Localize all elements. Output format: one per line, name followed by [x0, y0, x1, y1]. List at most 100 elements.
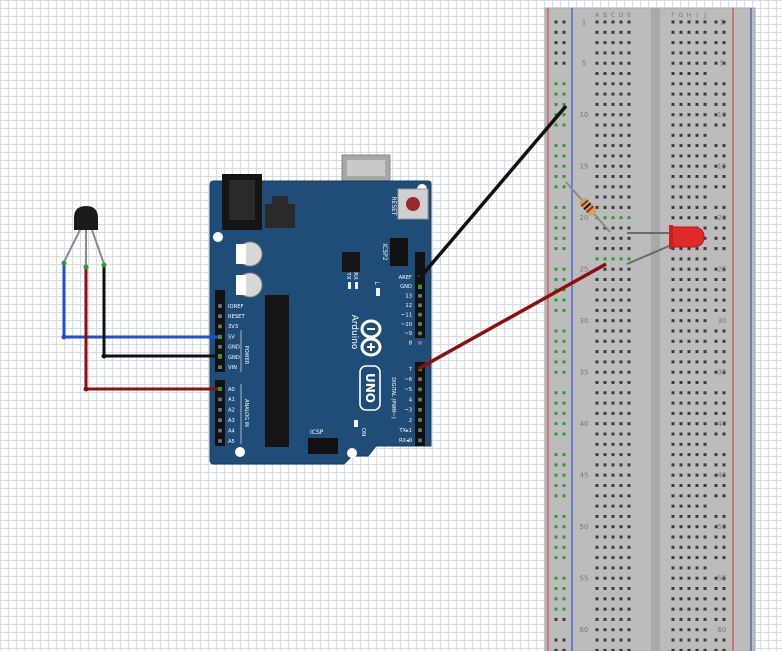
breadboard-hole — [627, 267, 631, 271]
breadboard-row-number: 15 — [718, 163, 727, 171]
analog-pin[interactable] — [218, 439, 222, 443]
breadboard-hole — [627, 298, 631, 302]
digital-pin[interactable] — [418, 438, 422, 443]
breadboard-hole — [695, 164, 699, 168]
rail-hole — [562, 545, 566, 549]
rail-hole — [554, 226, 558, 230]
breadboard-hole — [687, 432, 691, 436]
breadboard-hole — [695, 113, 699, 117]
rail-hole — [722, 597, 726, 601]
rail-hole — [562, 308, 566, 312]
breadboard-hole — [627, 61, 631, 65]
digital-pin[interactable] — [418, 303, 422, 307]
digital-pin[interactable] — [418, 408, 422, 412]
resistor[interactable] — [565, 181, 611, 233]
red-led[interactable] — [626, 225, 705, 265]
digital-pin[interactable] — [418, 377, 422, 381]
breadboard-hole — [611, 133, 615, 137]
analog-pin[interactable] — [218, 428, 222, 433]
breadboard-hole — [679, 401, 683, 405]
breadboard-hole — [619, 298, 623, 302]
breadboard-hole — [687, 484, 691, 487]
breadboard-hole — [611, 205, 615, 209]
arduino-pins: IOREFRESET3V35VGNDGNDVINA0A1A2A3A4A5AREF… — [218, 275, 422, 445]
breadboard-hole — [627, 463, 631, 467]
power-pin[interactable] — [218, 324, 222, 329]
breadboard-hole — [627, 133, 631, 137]
breadboard-hole — [611, 442, 615, 446]
temperature-sensor[interactable] — [63, 206, 105, 266]
analog-pin[interactable] — [218, 418, 222, 422]
rail-hole — [714, 545, 718, 549]
logo-ring-bottom — [360, 337, 382, 357]
breadboard-hole — [687, 123, 691, 127]
breadboard-hole — [619, 422, 623, 426]
breadboard-hole — [671, 628, 675, 632]
wire-black-gnd[interactable] — [102, 266, 218, 358]
digital-pin[interactable] — [418, 294, 422, 298]
rail-hole — [554, 648, 558, 651]
connected-pin-marker — [218, 335, 222, 339]
digital-pin[interactable] — [418, 312, 422, 317]
breadboard-column-label: I — [696, 12, 698, 19]
digital-pin[interactable] — [418, 397, 422, 402]
digital-pin[interactable] — [418, 387, 422, 392]
wire-black-gnd-breadboard[interactable] — [416, 104, 568, 282]
digital-pin[interactable] — [418, 341, 422, 345]
power-pin[interactable] — [218, 314, 222, 318]
breadboard-hole — [679, 51, 683, 55]
breadboard-hole — [619, 236, 623, 240]
rail-hole — [554, 391, 558, 395]
rail-hole — [562, 113, 566, 117]
breadboard-hole — [627, 113, 631, 117]
power-pin[interactable] — [218, 345, 222, 349]
digital-pin[interactable] — [418, 331, 422, 336]
breadboard-hole — [603, 61, 607, 65]
analog-pin[interactable] — [218, 397, 222, 402]
power-pin[interactable] — [218, 365, 222, 369]
rail-hole — [562, 597, 566, 601]
breadboard-hole — [695, 617, 699, 621]
digital-pin[interactable] — [418, 418, 422, 422]
breadboard-hole — [595, 391, 599, 395]
rail-hole — [562, 339, 566, 343]
breadboard-hole — [695, 288, 699, 292]
rail-hole — [714, 360, 718, 364]
rail-hole — [722, 205, 726, 209]
breadboard-hole — [695, 82, 699, 86]
breadboard-hole — [595, 545, 599, 549]
breadboard-hole — [703, 175, 707, 178]
rail-hole — [554, 288, 558, 292]
wire-red-d7-breadboard[interactable] — [417, 262, 607, 371]
breadboard-hole — [679, 442, 683, 446]
breadboard-hole — [679, 319, 683, 323]
breadboard-hole — [671, 216, 675, 220]
breadboard-hole — [671, 92, 675, 96]
breadboard-hole — [603, 504, 607, 508]
breadboard-hole — [627, 648, 631, 651]
rail-hole — [554, 247, 558, 251]
breadboard-hole — [627, 453, 631, 457]
breadboard-hole — [671, 195, 675, 199]
digital-pin[interactable] — [418, 428, 422, 432]
rail-hole — [714, 102, 718, 106]
rail-hole — [562, 360, 566, 364]
breadboard-hole — [627, 185, 631, 189]
breadboard-hole — [671, 463, 675, 467]
rail-hole — [554, 597, 558, 601]
rail-hole — [722, 92, 726, 96]
rail-hole — [554, 535, 558, 539]
analog-pin[interactable] — [218, 408, 222, 412]
arduino-uno-board[interactable]: RESET ICSP2 TX RX L Arduino UNO ON ICSP — [209, 154, 432, 465]
breadboard-hole — [703, 164, 707, 168]
power-pin[interactable] — [218, 304, 222, 308]
wire-red-a0[interactable] — [84, 268, 218, 391]
breadboard-hole — [611, 267, 615, 271]
breadboard-hole — [603, 92, 607, 96]
breadboard-hole — [595, 113, 599, 117]
rail-hole — [714, 205, 718, 209]
breadboard-hole — [695, 329, 699, 333]
digital-pin[interactable] — [418, 322, 422, 326]
breadboard-hole — [603, 391, 607, 395]
